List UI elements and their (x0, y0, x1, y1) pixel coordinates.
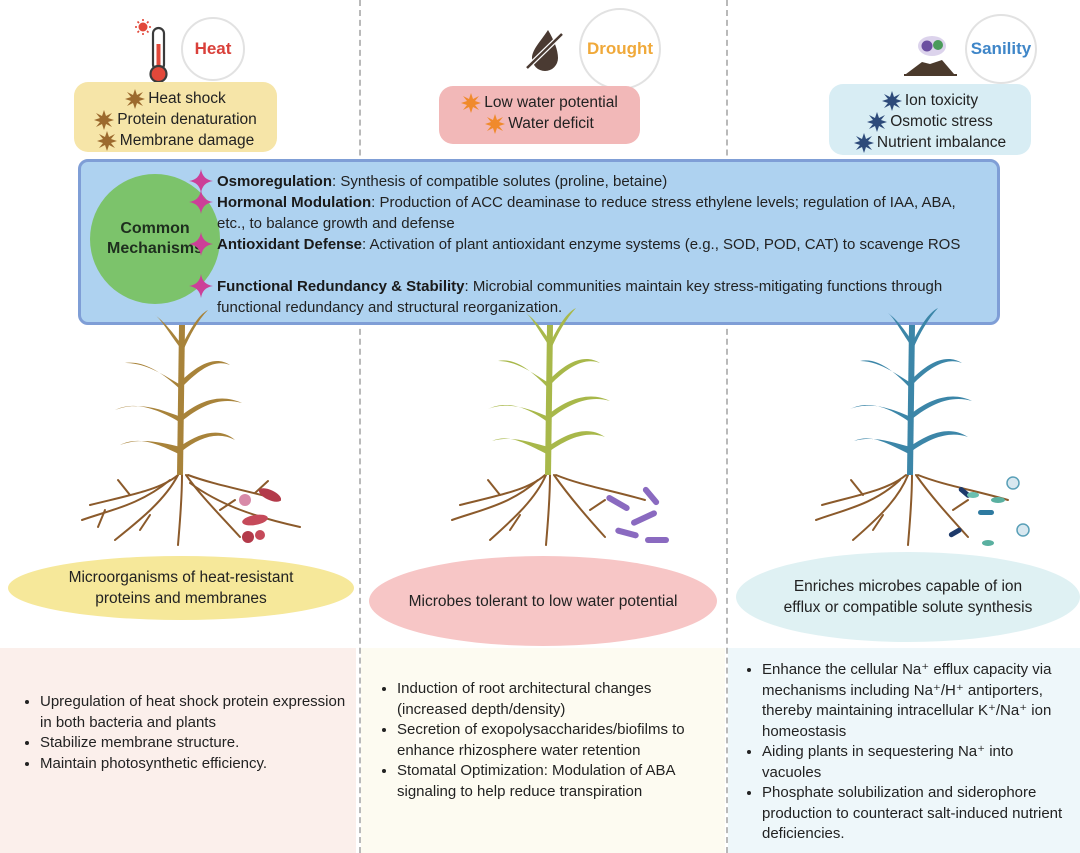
drought-mechanisms-panel: Induction of root architectural changes … (361, 648, 725, 853)
salinity-microbes-label: Enriches microbes capable of ion efflux … (736, 552, 1080, 642)
column-divider-right (726, 0, 728, 853)
stressor-item: Ion toxicity (829, 90, 1031, 111)
spiky-particle-icon (485, 113, 506, 134)
spiky-particle-icon (94, 109, 115, 130)
stressor-item: Protein denaturation (74, 109, 277, 130)
spiky-particle-icon (461, 92, 482, 113)
four-point-star-icon (189, 274, 213, 298)
four-point-star-icon (189, 190, 213, 214)
list-item: Phosphate solubilization and siderophore… (762, 783, 1074, 845)
stressor-item: Membrane damage (74, 130, 277, 151)
spiky-particle-icon (881, 90, 902, 111)
stressor-item: Heat shock (74, 88, 277, 109)
list-item: Secretion of exopolysaccharides/biofilms… (397, 720, 705, 761)
four-point-star-icon (189, 169, 213, 193)
salinity-title: Sanility (965, 14, 1037, 84)
drought-stressor-box: Low water potential Water deficit (439, 86, 640, 144)
heat-microbes (239, 488, 282, 543)
salinity-stressor-box: Ion toxicity Osmotic stress Nutrient imb… (829, 84, 1031, 155)
drought-microbes (606, 486, 669, 543)
drought-microbes-label: Microbes tolerant to low water potential (369, 556, 717, 646)
common-mechanisms-box: Common Mechanisms Osmoregulation: Synthe… (78, 159, 1000, 325)
list-item: Stomatal Optimization: Modulation of ABA… (397, 761, 705, 802)
spiky-particle-icon (125, 88, 146, 109)
water-drop-slash-icon (524, 28, 566, 72)
list-item: Enhance the cellular Na⁺ efflux capacity… (762, 660, 1074, 742)
column-divider-left (359, 0, 361, 853)
stressor-item: Water deficit (439, 113, 640, 134)
stressor-item: Nutrient imbalance (829, 132, 1031, 153)
salinity-microbes (948, 476, 1030, 546)
drought-plant-illustration (451, 308, 669, 546)
mechanism-redundancy: Functional Redundancy & Stability: Micro… (189, 274, 977, 318)
salinity-mechanisms-panel: Enhance the cellular Na⁺ efflux capacity… (728, 648, 1080, 853)
list-item: Aiding plants in sequestering Na⁺ into v… (762, 742, 1074, 783)
salinity-plant-illustration (815, 308, 1030, 546)
heat-title: Heat (181, 17, 245, 81)
stressor-item: Low water potential (439, 92, 640, 113)
salt-ions-soil-icon (902, 30, 958, 78)
mechanism-osmoregulation: Osmoregulation: Synthesis of compatible … (189, 169, 977, 193)
spiky-particle-icon (853, 132, 874, 153)
heat-mechanisms-panel: Upregulation of heat shock protein expre… (0, 648, 356, 853)
mechanism-hormonal: Hormonal Modulation: Production of ACC d… (189, 190, 977, 234)
stressor-item: Osmotic stress (829, 111, 1031, 132)
list-item: Induction of root architectural changes … (397, 679, 705, 720)
list-item: Stabilize membrane structure. (40, 733, 346, 754)
four-point-star-icon (189, 232, 213, 256)
drought-title: Drought (579, 8, 661, 90)
spiky-particle-icon (867, 111, 888, 132)
heat-microbes-label: Microorganisms of heat-resistant protein… (8, 556, 354, 620)
heat-plant-illustration (81, 310, 301, 546)
mechanism-antioxidant: Antioxidant Defense: Activation of plant… (189, 232, 977, 256)
thermometer-sun-icon (133, 18, 173, 84)
list-item: Maintain photosynthetic efficiency. (40, 754, 346, 775)
spiky-particle-icon (96, 130, 117, 151)
list-item: Upregulation of heat shock protein expre… (40, 692, 346, 733)
heat-stressor-box: Heat shock Protein denaturation Membrane… (74, 82, 277, 152)
